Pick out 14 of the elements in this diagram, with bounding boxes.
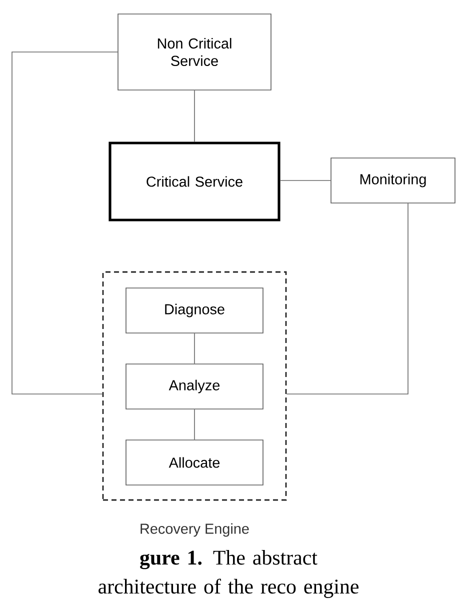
process-box: Allocate: [126, 440, 264, 486]
process-box: Critical Service: [108, 142, 280, 222]
connector-line: [12, 52, 118, 394]
node-label: Recovery Engine: [140, 523, 249, 537]
process-box: Non Critical Service: [118, 14, 272, 90]
process-box: Diagnose: [126, 288, 264, 334]
process-box: Analyze: [126, 364, 264, 410]
connector-line: [194, 90, 195, 142]
connector-line: [280, 180, 331, 181]
connector-line: [286, 203, 408, 394]
process-box: Monitoring: [330, 158, 456, 204]
figure-caption: gure 1. The abstract architecture of the reco engine: [98, 550, 358, 598]
connector-line: [194, 409, 195, 440]
connector-line: [194, 333, 195, 364]
